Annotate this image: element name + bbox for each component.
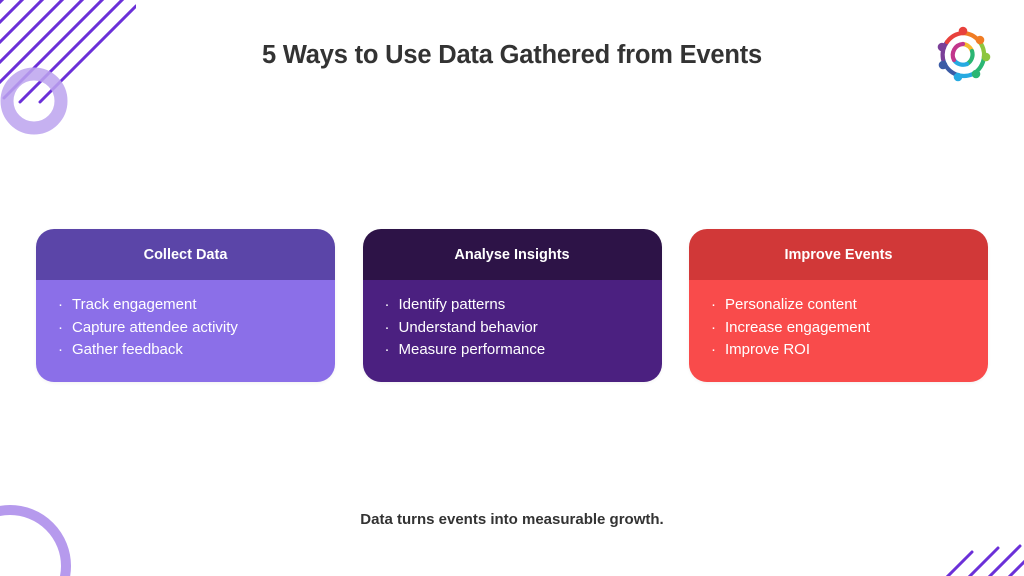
page-title: 5 Ways to Use Data Gathered from Events (262, 41, 762, 69)
footer-tagline: Data turns events into measurable growth… (360, 511, 664, 528)
card-body: · Track engagement · Capture attendee ac… (36, 280, 335, 382)
bullet-icon: · (58, 318, 63, 336)
bullet-icon: · (711, 318, 716, 336)
bullet-icon: · (384, 296, 390, 313)
list-item: · Capture attendee activity (58, 317, 335, 339)
list-item: · Improve ROI (711, 339, 988, 361)
list-item-label: Track engagement (72, 296, 197, 313)
card-body: · Identify patterns · Understand behavio… (362, 280, 662, 382)
list-item-label: Capture attendee activity (72, 318, 238, 336)
list-item: · Track engagement (58, 294, 335, 316)
card-header: Collect Data (36, 229, 335, 280)
list-item-label: Increase engagement (725, 318, 871, 336)
list-item-label: Understand behavior (398, 318, 538, 336)
cards-row: Collect Data · Track engagement · Captur… (36, 229, 988, 382)
bullet-icon: · (384, 318, 390, 336)
diagonal-stripes-icon (945, 544, 1024, 576)
list-item: · Understand behavior (385, 317, 662, 339)
list-item: · Personalize content (711, 294, 988, 316)
bullet-icon: · (711, 296, 716, 313)
list-item-label: Identify patterns (398, 296, 506, 313)
card-analyse-insights[interactable]: Analyse Insights · Identify patterns · U… (362, 229, 662, 382)
list-item-label: Gather feedback (72, 341, 183, 358)
card-header: Analyse Insights (362, 229, 662, 280)
bullet-icon: · (384, 341, 390, 358)
bullet-icon: · (58, 296, 63, 313)
list-item: · Gather feedback (58, 339, 335, 361)
bullet-list: · Personalize content · Increase engagem… (711, 294, 988, 361)
list-item: · Identify patterns (385, 294, 662, 316)
card-body: · Personalize content · Increase engagem… (689, 280, 988, 382)
bullet-icon: · (58, 341, 63, 358)
list-item-label: Improve ROI (725, 341, 811, 358)
card-improve-events[interactable]: Improve Events · Personalize content · I… (689, 229, 988, 382)
card-collect-data[interactable]: Collect Data · Track engagement · Captur… (36, 229, 335, 382)
list-item: · Increase engagement (711, 317, 988, 339)
people-network-logo (937, 26, 991, 82)
ring-icon (0, 67, 68, 135)
card-header: Improve Events (689, 229, 988, 280)
bullet-list: · Identify patterns · Understand behavio… (385, 294, 662, 361)
bullet-icon: · (711, 341, 716, 358)
list-item-label: Measure performance (398, 341, 546, 358)
bullet-list: · Track engagement · Capture attendee ac… (58, 294, 335, 361)
list-item: · Measure performance (385, 339, 662, 361)
list-item-label: Personalize content (725, 296, 857, 313)
